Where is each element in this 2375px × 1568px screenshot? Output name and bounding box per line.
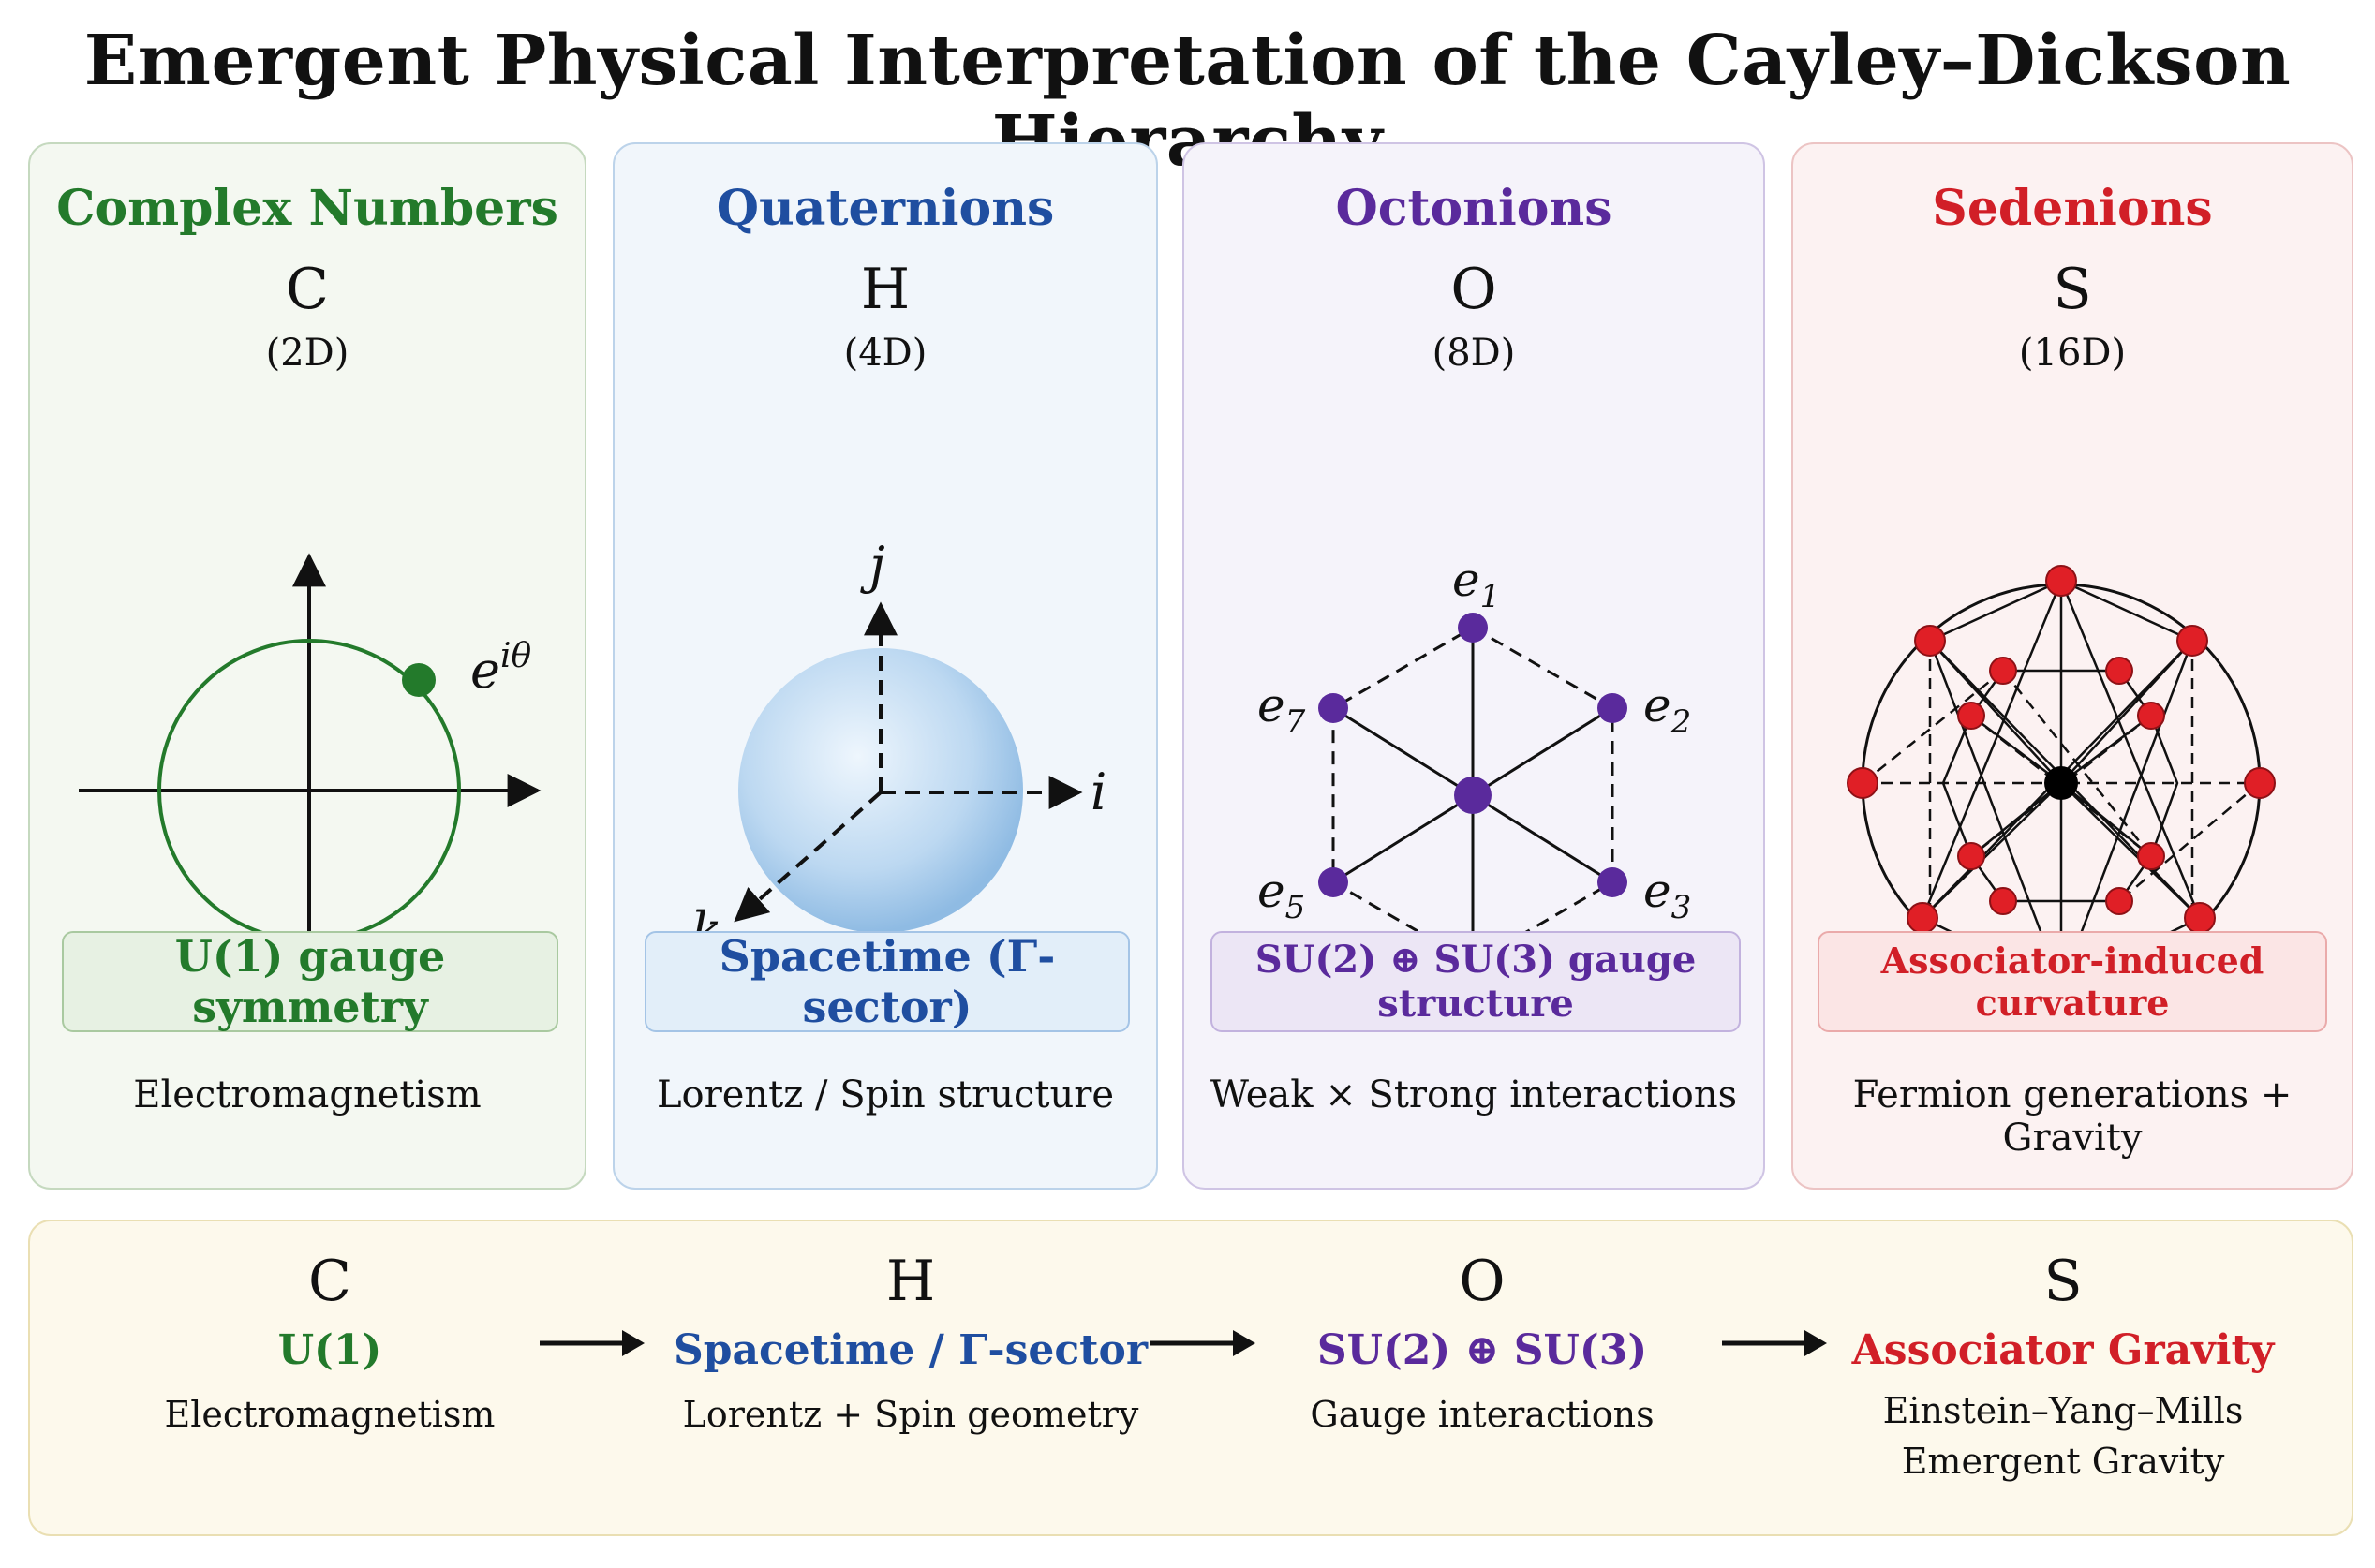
- complex-panel-title: Complex Numbers: [56, 180, 558, 237]
- flow-symbol: H: [885, 1249, 936, 1314]
- sedenion-center-node: [2044, 766, 2078, 800]
- sedenion-graph-diagram: [1847, 565, 2276, 1001]
- e1-label: e1: [1452, 553, 1500, 615]
- sedenion-node: [2176, 625, 2208, 657]
- j-axis-label: j: [860, 536, 885, 595]
- sedenion-node: [2045, 565, 2077, 597]
- sedenion-panel-title: Sedenions: [1932, 180, 2213, 237]
- e7-label: e7: [1257, 678, 1306, 741]
- gauge-structure-box: SU(2) ⊕ SU(3) gauge structure: [1210, 931, 1741, 1032]
- sedenion-node: [1957, 842, 1985, 870]
- flow-name: Spacetime / Γ-sector: [673, 1326, 1149, 1374]
- node-e2: [1597, 693, 1627, 723]
- node-e3: [1597, 867, 1627, 897]
- node-e1: [1458, 613, 1488, 643]
- complex-symbol: C: [286, 257, 329, 322]
- node-center: [1454, 777, 1492, 814]
- flow-symbol: O: [1459, 1249, 1506, 1314]
- sedenion-node: [2105, 657, 2133, 685]
- octonion-panel-title: Octonions: [1335, 180, 1612, 237]
- sedenion-caption: Fermion generations + Gravity: [1852, 1073, 2293, 1160]
- flow-stage-quaternion: H Spacetime / Γ-sector Lorentz + Spin ge…: [648, 1248, 1173, 1439]
- sedenion-node: [1907, 902, 1938, 934]
- node-e7: [1318, 693, 1348, 723]
- flow-stage-complex: C U(1) Electromagnetism: [114, 1248, 545, 1439]
- phase-point: [402, 663, 436, 697]
- sedenions-panel: Sedenions S (16D): [1791, 142, 2353, 1190]
- sedenion-node: [1914, 625, 1946, 657]
- flow-stage-octonion: O SU(2) ⊕ SU(3) Gauge interactions: [1257, 1248, 1707, 1439]
- flow-symbol: C: [308, 1249, 351, 1314]
- flow-desc: Lorentz + Spin geometry: [682, 1394, 1139, 1435]
- complex-numbers-panel: Complex Numbers C (2D) eiθ U(1) gauge sy…: [28, 142, 586, 1190]
- flow-desc: Einstein–Yang–Mills: [1882, 1390, 2244, 1431]
- quaternions-panel: Quaternions H (4D) j i k Spacetime (Γ-se…: [613, 142, 1158, 1190]
- e3-label: e3: [1643, 864, 1691, 926]
- flow-name: U(1): [277, 1326, 382, 1374]
- sedenion-dimension: (16D): [2018, 332, 2127, 375]
- e5-label: e5: [1257, 864, 1305, 926]
- quaternion-panel-title: Quaternions: [716, 180, 1055, 237]
- complex-dimension: (2D): [265, 332, 349, 375]
- sedenion-node: [1847, 767, 1878, 799]
- sedenion-node: [1989, 657, 2017, 685]
- flow-desc: Emergent Gravity: [1901, 1441, 2225, 1482]
- complex-caption: Electromagnetism: [133, 1073, 482, 1117]
- flow-stage-sedenion: S Associator Gravity Einstein–Yang–Mills…: [1838, 1248, 2288, 1486]
- sedenion-symbol: S: [2053, 257, 2092, 322]
- octonion-dimension: (8D): [1432, 332, 1516, 375]
- flow-arrow-icon: [1722, 1330, 1827, 1356]
- sedenion-node: [2137, 842, 2165, 870]
- hierarchy-flow-panel: C U(1) Electromagnetism H Spacetime / Γ-…: [28, 1220, 2353, 1536]
- flow-desc: Gauge interactions: [1310, 1394, 1655, 1435]
- sedenion-node: [2137, 702, 2165, 730]
- i-axis-label: i: [1091, 762, 1106, 821]
- octonion-caption: Weak × Strong interactions: [1210, 1073, 1738, 1117]
- node-e5: [1318, 867, 1348, 897]
- octonion-symbol: O: [1450, 257, 1497, 322]
- sedenion-node: [2184, 902, 2216, 934]
- flow-name: Associator Gravity: [1851, 1326, 2275, 1374]
- sedenion-node: [2105, 887, 2133, 915]
- spacetime-box: Spacetime (Γ-sector): [645, 931, 1130, 1032]
- flow-desc: Electromagnetism: [164, 1394, 496, 1435]
- unit-circle-diagram: eiθ: [79, 553, 542, 1011]
- octonions-panel: Octonions O (8D) e1 e2 e3 e4 e5 e7: [1182, 142, 1765, 1190]
- k-axis: [734, 791, 883, 923]
- phase-label: eiθ: [470, 637, 531, 700]
- sedenion-node: [1957, 702, 1985, 730]
- quaternion-sphere-diagram: j i k: [691, 536, 1106, 960]
- quaternion-dimension: (4D): [843, 332, 928, 375]
- quaternion-symbol: H: [860, 257, 911, 322]
- e2-label: e2: [1643, 678, 1691, 741]
- page-title: Emergent Physical Interpretation of the …: [83, 21, 2292, 182]
- quaternion-caption: Lorentz / Spin structure: [656, 1073, 1115, 1117]
- u1-gauge-box: U(1) gauge symmetry: [62, 931, 558, 1032]
- flow-name: SU(2) ⊕ SU(3): [1316, 1326, 1648, 1374]
- sedenion-node: [1989, 887, 2017, 915]
- sedenion-node: [2244, 767, 2276, 799]
- flow-arrow-icon: [1150, 1330, 1255, 1356]
- curvature-box: Associator-induced curvature: [1818, 931, 2327, 1032]
- flow-symbol: S: [2043, 1249, 2083, 1314]
- flow-arrow-icon: [540, 1330, 645, 1356]
